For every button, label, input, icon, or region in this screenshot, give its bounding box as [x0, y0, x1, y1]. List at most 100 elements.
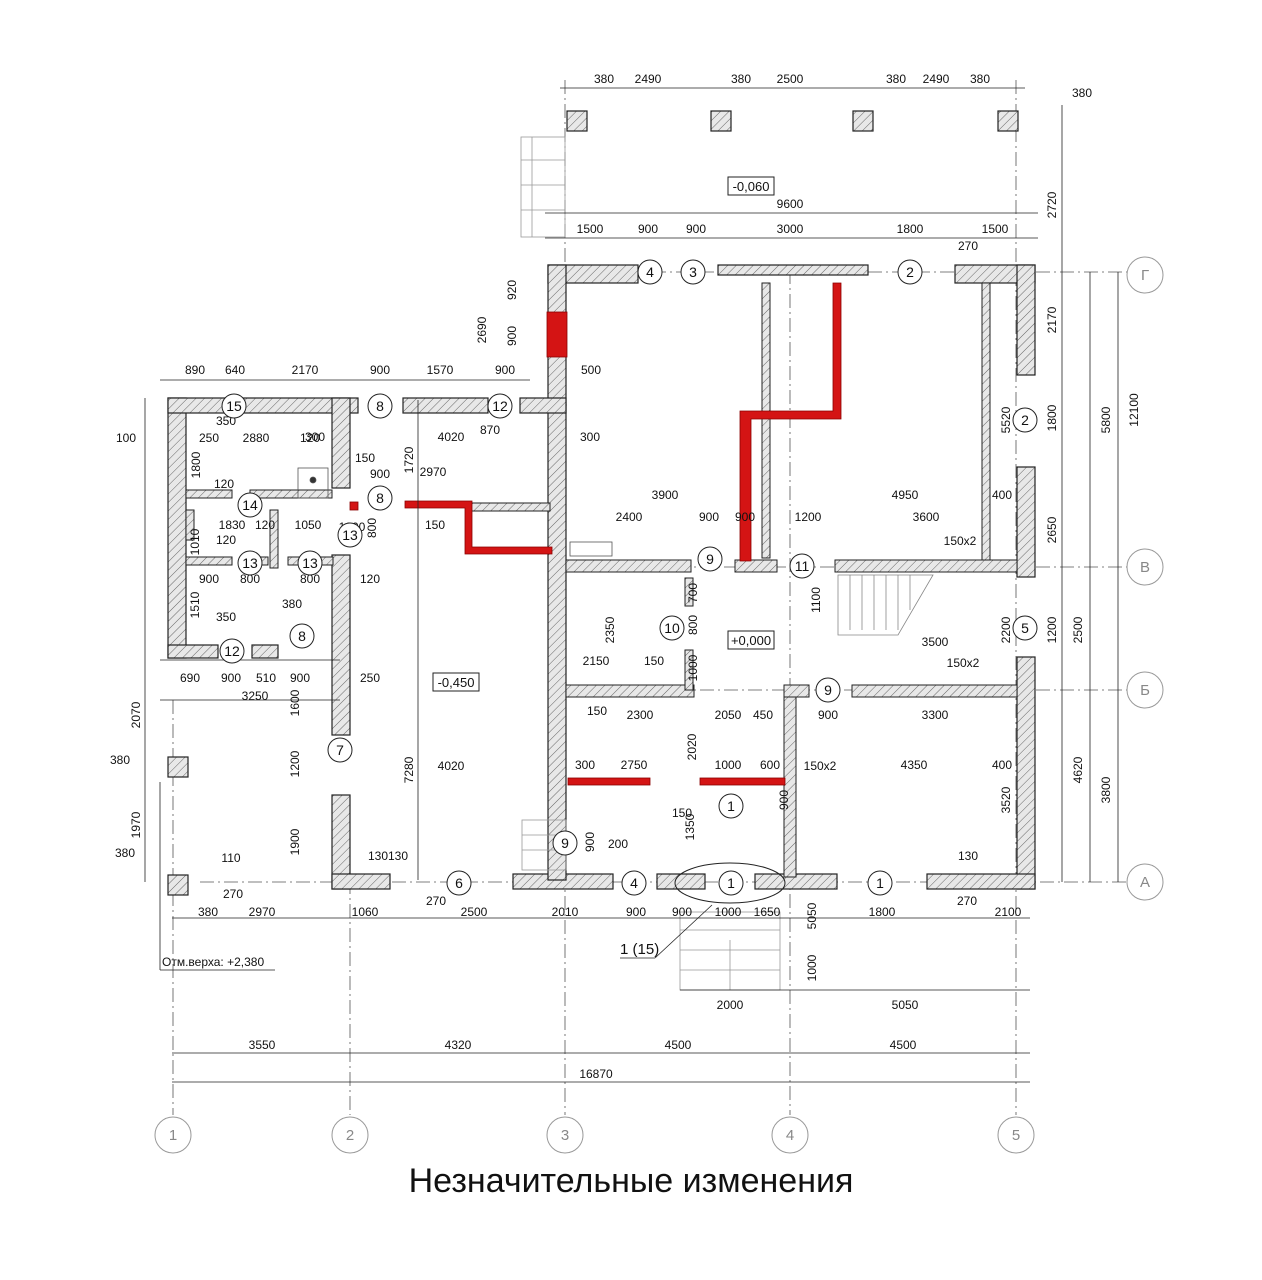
dimension-label: 130 [958, 849, 978, 863]
element-mark: 15 [221, 393, 247, 419]
interior-walls [185, 282, 1018, 878]
svg-text:4: 4 [630, 875, 638, 891]
dimension-label: 1830 [219, 518, 246, 532]
dimension-label: 900 [626, 905, 646, 919]
dimension-label: 3500 [922, 635, 949, 649]
dimension-label: 2500 [1071, 616, 1085, 643]
svg-text:12: 12 [224, 643, 240, 659]
dimension-label: 2150 [583, 654, 610, 668]
dimension-label: 1800 [189, 451, 203, 478]
axis-bubble-B: Б [1126, 671, 1164, 709]
door-callout: 1 (15) [620, 941, 659, 958]
dimension-label: 5050 [805, 902, 819, 929]
axis-label: 3 [561, 1127, 569, 1144]
element-mark: 9 [815, 677, 841, 703]
svg-text:3: 3 [689, 264, 697, 280]
dimension-label: 890 [185, 363, 205, 377]
dimension-label: 2500 [777, 72, 804, 86]
dimension-label: 110 [221, 851, 240, 865]
dimension-label: 4020 [438, 430, 465, 444]
dimension-label: 270 [223, 887, 243, 901]
dimension-label: 900 [818, 708, 838, 722]
svg-text:2: 2 [906, 264, 914, 280]
svg-text:8: 8 [298, 628, 306, 644]
dimension-label: 900 [699, 510, 719, 524]
dimension-label: 270 [957, 894, 977, 908]
dimension-label: 120 [214, 477, 234, 491]
svg-text:4: 4 [646, 264, 654, 280]
dimension-label: 4320 [445, 1038, 472, 1052]
dimension-label: 900 [777, 790, 791, 810]
element-mark: 12 [219, 638, 245, 664]
exterior-walls [167, 264, 1036, 896]
dimension-label: 2170 [292, 363, 319, 377]
element-mark: 9 [697, 546, 723, 572]
dimension-label: 150 [672, 806, 692, 820]
dimension-label: 2880 [243, 431, 270, 445]
dimension-label: 1100 [809, 587, 823, 613]
dimension-label: 3800 [1099, 776, 1113, 803]
dimension-label: 1060 [352, 905, 379, 919]
element-mark: 10 [659, 615, 685, 641]
dimension-label: 130 [368, 849, 388, 863]
element-mark: 1 [718, 870, 744, 896]
dimension-label: 380 [1072, 86, 1092, 100]
dimension-label: 3000 [777, 222, 804, 236]
element-mark: 9 [552, 830, 578, 856]
dimension-label: 900 [583, 832, 597, 852]
dimension-label: 2500 [461, 905, 488, 919]
svg-text:1: 1 [876, 875, 884, 891]
svg-text:13: 13 [242, 555, 258, 571]
dimension-label: 2650 [1045, 516, 1059, 543]
dimension-label: 2300 [627, 708, 654, 722]
dimension-label: 450 [753, 708, 773, 722]
dimension-label: 2490 [635, 72, 662, 86]
dimension-label: 2490 [923, 72, 950, 86]
dimension-label: 2020 [685, 733, 699, 760]
dimension-label: 500 [581, 363, 601, 377]
dimension-label: 2750 [621, 758, 648, 772]
svg-text:11: 11 [795, 558, 810, 574]
dimension-label: 250 [199, 431, 219, 445]
svg-text:1: 1 [727, 798, 735, 814]
svg-text:1: 1 [727, 875, 735, 891]
level-value: +0,000 [731, 633, 771, 648]
axis-bubbles: 1 2 3 4 5 Г В Б А [154, 256, 1164, 1154]
dimension-label: 900 [370, 363, 390, 377]
dimension-lines [144, 87, 1119, 1083]
dimension-label: 600 [760, 758, 780, 772]
dimension-label: 1800 [869, 905, 896, 919]
dimension-label: 9600 [777, 197, 804, 211]
dimension-label: 1500 [982, 222, 1009, 236]
dimension-label: 150x2 [944, 534, 977, 548]
svg-text:8: 8 [376, 490, 384, 506]
dimension-label: 3300 [922, 708, 949, 722]
roof-elevation-note: Отм.верха: +2,380 [162, 955, 264, 969]
dimension-label: 3520 [999, 786, 1013, 813]
dimension-label: 4350 [901, 758, 928, 772]
dimension-label: 1900 [288, 828, 302, 855]
dimension-label: 270 [426, 894, 446, 908]
element-mark: 8 [367, 485, 393, 511]
element-mark: 13 [337, 522, 363, 548]
dimension-label: 300 [580, 430, 600, 444]
dimension-label: 130 [388, 849, 408, 863]
axis-label: 1 [169, 1127, 177, 1144]
level-porch: -0,060 [727, 176, 775, 196]
dimension-label: 300 [575, 758, 595, 772]
dimension-label: 120 [255, 518, 275, 532]
level-value: -0,060 [733, 179, 770, 194]
element-mark: 13 [297, 550, 323, 576]
dimension-label: 900 [221, 671, 241, 685]
caption: Незначительные изменения [408, 1162, 854, 1200]
dimension-label: 4620 [1071, 756, 1085, 783]
element-mark: 1 [867, 870, 893, 896]
svg-text:5: 5 [1021, 620, 1029, 636]
dimension-label: 1970 [129, 811, 143, 838]
dimension-label: 900 [495, 363, 515, 377]
dimension-label: 1800 [1045, 404, 1059, 431]
floor-plan-drawing: 1 2 3 4 5 Г В Б А [110, 72, 1164, 1154]
dimension-label: 1500 [577, 222, 604, 236]
dimension-label: 900 [686, 222, 706, 236]
axis-label: 2 [346, 1127, 354, 1144]
